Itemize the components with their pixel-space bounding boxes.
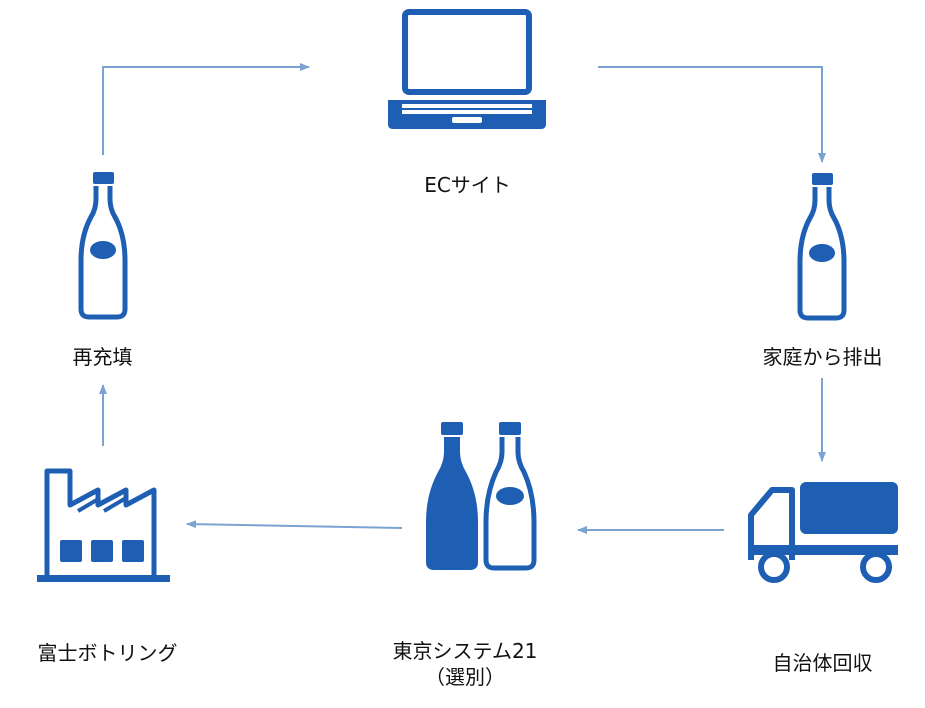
label-municipal-text: 自治体回収 bbox=[772, 651, 873, 675]
label-household-text: 家庭から排出 bbox=[762, 345, 883, 369]
label-refill: 再充填 bbox=[40, 344, 165, 370]
factory-icon bbox=[37, 468, 170, 582]
bottles-icon bbox=[426, 422, 537, 571]
arrow-tokyo-to-fuji bbox=[186, 520, 403, 529]
bottle-icon-refill bbox=[78, 172, 128, 320]
bottle-icon-household bbox=[797, 173, 847, 321]
label-ec-site-text: ECサイト bbox=[424, 173, 511, 197]
truck-icon bbox=[748, 482, 898, 583]
label-fuji-bottling: 富士ボトリング bbox=[20, 640, 195, 666]
label-tokyo-system-line1: 東京システム21 bbox=[392, 639, 538, 663]
label-ec-site: ECサイト bbox=[380, 172, 555, 198]
laptop-icon bbox=[388, 9, 546, 129]
label-tokyo-system-line2: （選別） bbox=[425, 665, 505, 689]
label-municipal: 自治体回収 bbox=[750, 650, 895, 676]
label-refill-text: 再充填 bbox=[72, 345, 133, 369]
label-tokyo-system: 東京システム21 （選別） bbox=[370, 638, 560, 690]
arrow-ec-to-household bbox=[598, 66, 826, 163]
label-household: 家庭から排出 bbox=[740, 344, 905, 370]
arrow-refill-to-ec bbox=[102, 63, 310, 155]
label-fuji-bottling-text: 富士ボトリング bbox=[37, 641, 178, 665]
flow-arrows bbox=[99, 63, 826, 534]
